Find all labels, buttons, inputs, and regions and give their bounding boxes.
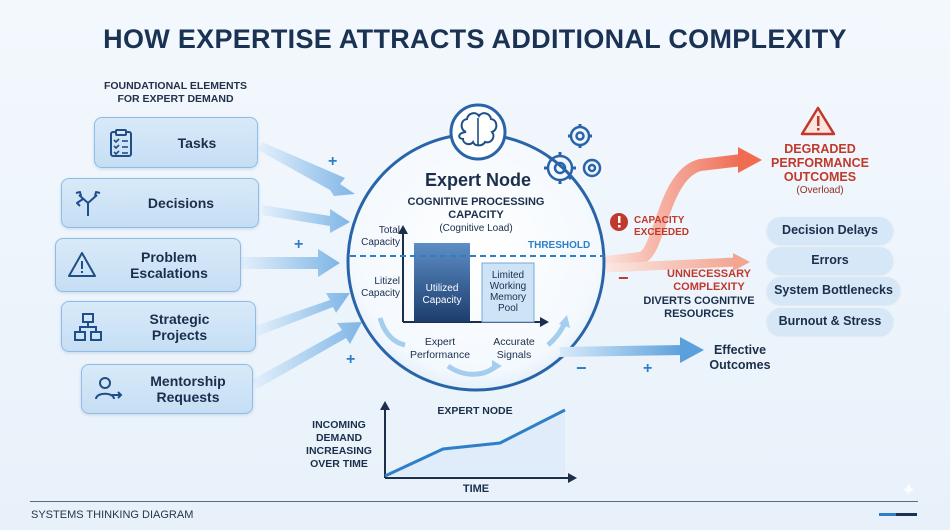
degraded-title: DEGRADED PERFORMANCE OUTCOMES <box>771 142 869 184</box>
unnecessary-complexity-label: UNNECESSARY COMPLEXITY <box>667 268 751 293</box>
limited-memory-bar <box>481 262 535 323</box>
incoming-arrow <box>255 293 350 336</box>
org-chart-icon <box>74 312 102 341</box>
utilized-capacity-label: Utilized Capacity <box>422 283 462 306</box>
brain-icon <box>449 103 507 161</box>
effect-pill: System Bottlenecks <box>767 277 900 304</box>
diverts-resources-label: DIVERTS COGNITIVE RESOURCES <box>643 295 755 320</box>
element-label: Decisions <box>147 195 215 211</box>
litized-capacity-label: Litizel Capacity <box>361 276 400 299</box>
incoming-arrow <box>240 249 340 277</box>
plus-sign: + <box>328 153 338 170</box>
element-label: Strategic Projects <box>149 310 210 343</box>
person-arrow-icon <box>95 377 123 400</box>
overload-arrow <box>605 154 743 268</box>
node-title: Expert Node <box>424 170 532 190</box>
gear-icon <box>546 125 602 182</box>
plus-sign: + <box>346 351 356 368</box>
clipboard-checklist-icon <box>110 128 132 157</box>
expert-performance-label: Expert Performance <box>409 336 471 361</box>
capacity-exceeded-icon <box>610 213 628 231</box>
gear-teeth <box>544 124 592 184</box>
element-problem-escalations: Problem Escalations <box>55 238 241 292</box>
warning-triangle-icon <box>68 252 96 277</box>
capacity-subtitle: (Cognitive Load) <box>439 223 513 234</box>
incoming-arrow <box>258 142 355 196</box>
page-title: HOW EXPERTISE ATTRACTS ADDITIONAL COMPLE… <box>103 24 847 54</box>
effective-outcomes-label: Effective Outcomes <box>709 343 771 372</box>
limited-memory-label: Limited Working Memory Pool <box>489 270 527 314</box>
total-capacity-label: Total Capacity <box>361 225 400 248</box>
element-label: Tasks <box>177 134 217 151</box>
minus-sign: − <box>576 358 587 378</box>
effective-arrow <box>559 345 685 357</box>
capacity-title: COGNITIVE PROCESSING CAPACITY <box>407 196 545 221</box>
accurate-signals-label: Accurate Signals <box>493 336 535 361</box>
demand-line <box>384 408 566 478</box>
demand-xlabel: TIME <box>462 483 490 495</box>
incoming-arrow <box>262 205 350 233</box>
effect-pill: Decision Delays <box>767 217 893 244</box>
element-tasks: Tasks <box>94 117 258 168</box>
footer-divider <box>30 501 918 502</box>
element-label: Problem Escalations <box>130 249 208 281</box>
capacity-exceeded-label: CAPACITY EXCEEDED <box>634 215 690 238</box>
incoming-arrow <box>252 322 362 389</box>
threshold-label: THRESHOLD <box>528 240 591 251</box>
foundational-heading-text: FOUNDATIONAL ELEMENTS FOR EXPERT DEMAND <box>103 80 248 105</box>
element-label: Mentorship Requests <box>150 373 226 405</box>
effect-pill: Burnout & Stress <box>767 308 893 335</box>
diverging-arrows-icon <box>75 191 101 216</box>
element-strategic-projects: Strategic Projects <box>61 301 256 352</box>
effect-pill: Errors <box>767 247 893 274</box>
minus-sign: − <box>618 268 629 288</box>
demand-label: INCOMING DEMAND INCREASING OVER TIME <box>306 419 372 470</box>
plus-sign: + <box>294 236 304 253</box>
complexity-arrow <box>605 257 737 273</box>
expert-node-caption: EXPERT NODE <box>437 405 513 417</box>
sparkle-icon: ✦ <box>901 480 917 500</box>
element-mentorship-requests: Mentorship Requests <box>81 364 253 414</box>
foundational-heading: FOUNDATIONAL ELEMENTS FOR EXPERT DEMAND <box>88 80 263 106</box>
warning-icon <box>800 106 836 136</box>
footer-caption: SYSTEMS THINKING DIAGRAM <box>31 509 194 521</box>
plus-sign: + <box>643 360 653 377</box>
element-decisions: Decisions <box>61 178 259 228</box>
degraded-subtitle: (Overload) <box>796 185 844 196</box>
flow-arrow <box>377 317 406 348</box>
